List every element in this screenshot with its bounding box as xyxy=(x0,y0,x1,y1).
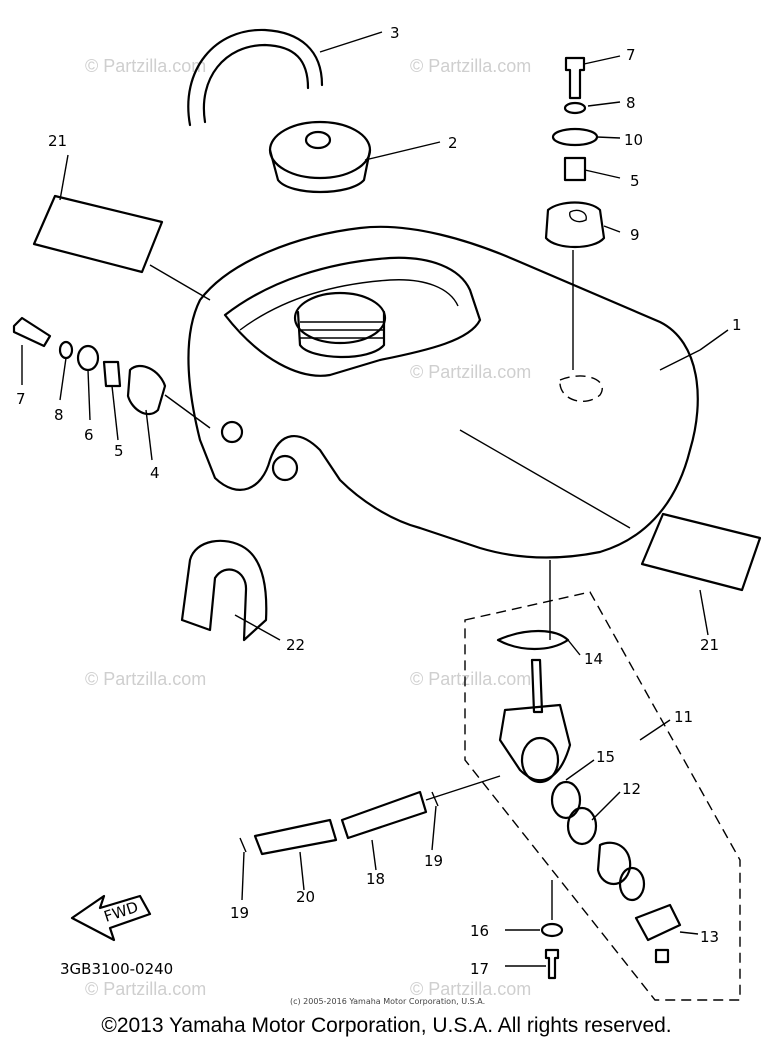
fwd-label: FWD xyxy=(102,898,141,926)
watermark-text: © Partzilla.com xyxy=(85,669,206,689)
callout-19: 19 xyxy=(424,852,443,870)
left-mount-fasteners xyxy=(12,316,211,429)
fuel-tank-pad xyxy=(180,539,268,642)
decal-left xyxy=(32,194,164,274)
drain-bolts xyxy=(540,880,670,980)
callout-labels: 3 2 7 8 10 5 9 1 21 7 8 6 5 4 22 21 14 1… xyxy=(16,24,742,978)
callout-4: 4 xyxy=(150,464,160,482)
fuel-cock xyxy=(496,630,682,942)
callout-5: 5 xyxy=(630,172,640,190)
callout-5: 5 xyxy=(114,442,124,460)
callout-16: 16 xyxy=(470,922,489,940)
callout-22: 22 xyxy=(286,636,305,654)
callout-2: 2 xyxy=(448,134,458,152)
small-copyright: (c) 2005-2016 Yamaha Motor Corporation, … xyxy=(290,997,485,1006)
watermark-text: © Partzilla.com xyxy=(410,56,531,76)
callout-10: 10 xyxy=(624,131,643,149)
watermark-text: © Partzilla.com xyxy=(410,979,531,999)
leader-lines xyxy=(21,31,729,967)
watermark-text: © Partzilla.com xyxy=(85,979,206,999)
callout-3: 3 xyxy=(390,24,400,42)
watermarks: © Partzilla.com © Partzilla.com © Partzi… xyxy=(85,56,531,999)
fuel-hoses xyxy=(239,775,501,856)
callout-8: 8 xyxy=(626,94,636,112)
diagram-code: 3GB3100-0240 xyxy=(60,960,173,978)
fuel-cap xyxy=(268,120,372,194)
callout-20: 20 xyxy=(296,888,315,906)
fwd-arrow-icon: FWD xyxy=(70,894,152,942)
callout-7: 7 xyxy=(626,46,636,64)
callout-12: 12 xyxy=(622,780,641,798)
callout-9: 9 xyxy=(630,226,640,244)
callout-7: 7 xyxy=(16,390,26,408)
watermark-text: © Partzilla.com xyxy=(410,669,531,689)
watermark-text: © Partzilla.com xyxy=(410,362,531,382)
callout-13: 13 xyxy=(700,928,719,946)
callout-1: 1 xyxy=(732,316,742,334)
callout-21: 21 xyxy=(48,132,67,150)
watermark-text: © Partzilla.com xyxy=(85,56,206,76)
callout-18: 18 xyxy=(366,870,385,888)
copyright-notice: ©2013 Yamaha Motor Corporation, U.S.A. A… xyxy=(101,1014,672,1037)
callout-21: 21 xyxy=(700,636,719,654)
callout-19: 19 xyxy=(230,904,249,922)
callout-14: 14 xyxy=(584,650,603,668)
callout-15: 15 xyxy=(596,748,615,766)
callout-11: 11 xyxy=(674,708,693,726)
callout-8: 8 xyxy=(54,406,64,424)
decal-right xyxy=(640,512,762,592)
fuel-tank xyxy=(187,225,699,559)
callout-6: 6 xyxy=(84,426,94,444)
breather-hose xyxy=(187,28,324,127)
right-mount-fasteners xyxy=(544,56,606,248)
callout-17: 17 xyxy=(470,960,489,978)
fuel-cock-group-outline xyxy=(464,591,741,1001)
breather-hose-inner xyxy=(202,43,310,124)
